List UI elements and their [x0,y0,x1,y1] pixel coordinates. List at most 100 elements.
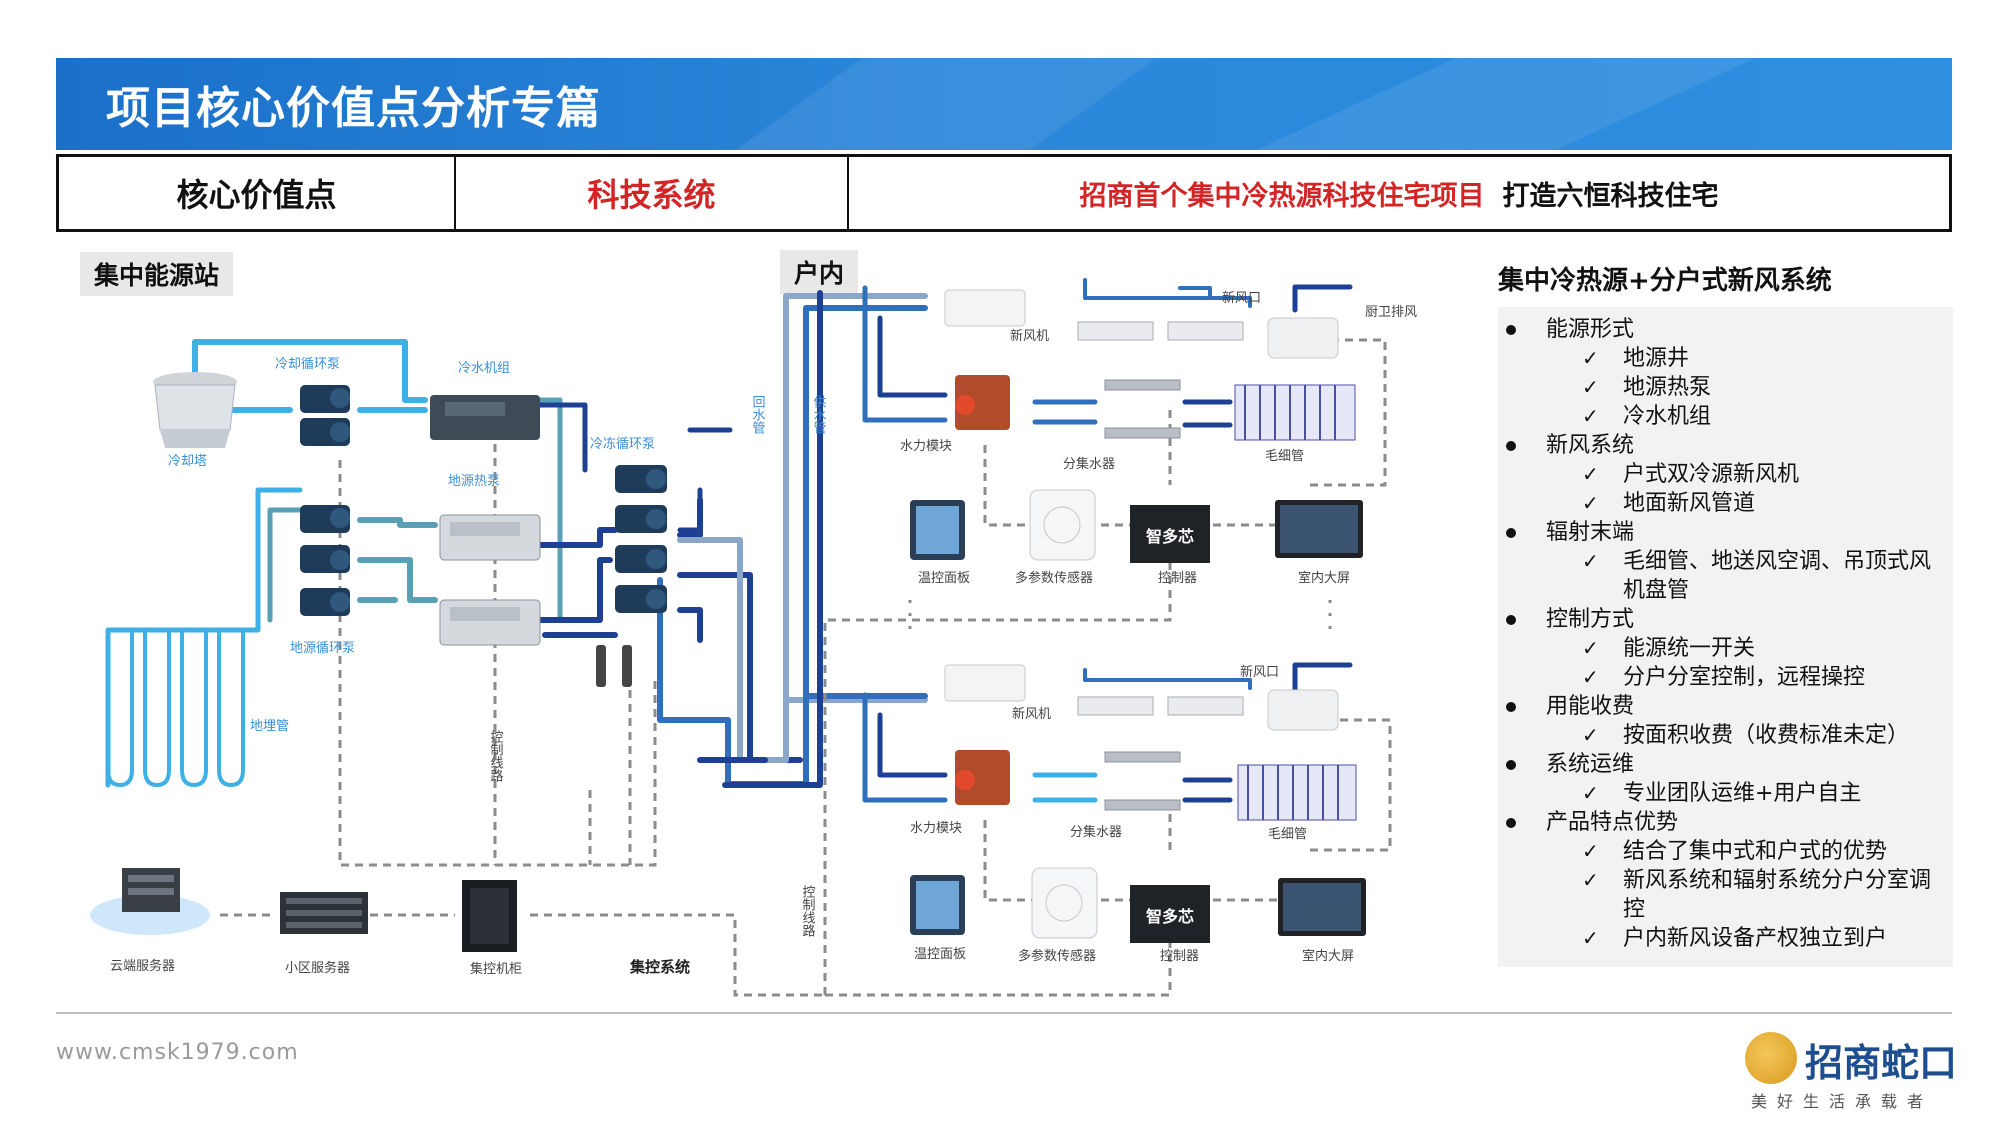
feature-item-text: 按面积收费（收费标准未定） [1623,723,1910,748]
page-title: 项目核心价值点分析专篇 [106,83,601,134]
chilled-pump-icon [615,465,667,613]
feature-group-label: 产品特点优势 [1498,808,1953,837]
feature-item-text: 新风系统和辐射系统分户分室调控 [1623,868,1932,922]
pipe-heatpump-links [357,517,438,603]
exhaust-fan-icon [1267,317,1339,359]
core-value-label: 核心价值点 [176,176,337,214]
check-icon: ✓ [1582,839,1599,863]
label-f2-fresh-air-outlet: 新风口 [1240,664,1279,680]
control-line-station [220,430,825,997]
fresh-air-unit-icon [944,289,1026,327]
label-f2-controller: 控制器 [1160,949,1199,964]
feature-item-text: 地源井 [1623,346,1690,371]
label-f2-capillary: 毛细管 [1268,827,1307,842]
feature-item: ✓地面新风管道 [1498,489,1953,518]
feature-item: ✓结合了集中式和户式的优势 [1498,837,1953,866]
features-list: 能源形式✓地源井✓地源热泵✓冷水机组新风系统✓户式双冷源新风机✓地面新风管道辐射… [1498,307,1953,967]
community-server-icon [280,892,368,934]
manifold-icon [1104,751,1181,811]
feature-item: ✓能源统一开关 [1498,634,1953,663]
ground-pump-icon [300,505,350,616]
feature-item-text: 冷水机组 [1623,404,1712,429]
label-f1-capillary: 毛细管 [1265,449,1304,464]
label-f1-kitchen-exhaust: 厨卫排风 [1365,305,1417,320]
screen-icon [1278,878,1366,936]
check-icon: ✓ [1582,781,1599,805]
pipe-f2-capillary [1182,777,1233,803]
pipe-to-building-return [537,402,733,533]
label-control-system: 集控系统 [629,958,690,976]
pipe-f2-exhaust [1292,662,1353,693]
pipe-f1-capillary [1182,399,1233,428]
pipe-riser-return [677,293,928,763]
feature-group-label: 能源形式 [1498,315,1953,344]
pipe-f1-manifold [1032,399,1098,425]
heat-pump-icon [439,514,541,646]
label-cooling-pump: 冷却循环泵 [275,357,340,372]
pipe-riser-return-branch [783,697,928,718]
feature-item: ✓地源井 [1498,344,1953,373]
manifold-icon [1104,379,1181,439]
feature-item-text: 专业团队运维+用户自主 [1623,781,1862,806]
label-f1-sensor: 多参数传感器 [1015,570,1093,586]
label-return-pipe: 回水管 [750,395,766,435]
label-f2-fresh-air-unit: 新风机 [1012,706,1051,722]
check-icon: ✓ [1582,375,1599,399]
hydraulic-module-icon [955,750,1010,805]
core-value-table: 核心价值点 科技系统 招商首个集中冷热源科技住宅项目 打造六恒科技住宅 [56,154,1952,232]
feature-item: ✓分户分室控制，远程操控 [1498,663,1953,692]
label-chilled-pump: 冷冻循环泵 [590,436,655,452]
core-value-slogan: 打造六恒科技住宅 [1502,180,1719,212]
pipe-f2-manifold [1032,772,1098,803]
svg-text:智多芯: 智多芯 [1146,907,1194,926]
features-panel: 集中冷热源+分户式新风系统 能源形式✓地源井✓地源热泵✓冷水机组新风系统✓户式双… [1498,260,1953,967]
feature-group-label: 用能收费 [1498,692,1953,721]
label-f2-thermo-panel: 温控面板 [914,947,966,962]
feature-item-text: 户内新风设备产权独立到户 [1623,926,1888,951]
cooling-pump-icon [300,385,350,446]
feature-item-text: 分户分室控制，远程操控 [1623,665,1866,690]
logo-tagline: 美好生活承载者 [1751,1092,1934,1111]
pipe-f2-fresh-outlet [1083,668,1252,690]
label-ground-pump: 地源循环泵 [290,641,355,656]
feature-item: ✓ 专业团队运维+用户自主 [1498,779,1953,808]
sensor-probe-icon [596,645,632,687]
hydraulic-module-icon [955,375,1010,430]
feature-item-text: 户式双冷源新风机 [1623,462,1800,487]
control-dots-f1 [908,600,1332,635]
label-f1-thermo-panel: 温控面板 [918,571,970,586]
brand-logo: 招商蛇口 美好生活承载者 [1745,1030,1958,1111]
pipe-f2-fresh-air-supply [862,692,948,803]
pipe-chilled-header [537,527,618,623]
feature-group-label: 辐射末端 [1498,518,1953,547]
controller-icon: 智多芯 [1130,505,1210,563]
feature-item: ✓毛细管、地送风空调、吊顶式风机盘管 [1498,547,1953,605]
label-f2-screen: 室内大屏 [1302,948,1354,964]
feature-item: ✓新风系统和辐射系统分户分室调控 [1498,866,1953,924]
pipe-f1-fresh-air-supply [862,285,948,423]
logo-name: 招商蛇口 [1805,1041,1958,1085]
label-cooling-tower: 冷却塔 [168,454,207,469]
label-f2-sensor: 多参数传感器 [1018,948,1096,964]
fresh-air-outlet-icon [1077,321,1244,341]
capillary-icon [1234,384,1356,441]
label-f2-hydraulic-module: 水力模块 [910,821,962,836]
pipe-f2-fresh-air-return [877,712,948,778]
pipe-chilled-to-indoor [542,497,803,763]
check-icon: ✓ [1582,926,1599,950]
capillary-icon [1237,764,1357,821]
check-icon: ✓ [1582,491,1599,515]
feature-item-text: 毛细管、地送风空调、吊顶式风机盘管 [1623,549,1932,603]
control-cabinet-icon [462,880,517,952]
label-chiller: 冷水机组 [458,361,510,376]
label-f1-screen: 室内大屏 [1298,570,1350,586]
label-station-control-line: 控制线路 [488,730,504,782]
pipe-riser-supply [657,305,928,787]
feature-item: ✓冷水机组 [1498,402,1953,431]
feature-item: ✓ 户内新风设备产权独立到户 [1498,924,1953,953]
feature-item-text: 地源热泵 [1623,375,1712,400]
features-title: 集中冷热源+分户式新风系统 [1498,266,1832,296]
core-value-statement: 招商首个集中冷热源科技住宅项目 打造六恒科技住宅 [847,157,1949,229]
core-value-category: 科技系统 [454,157,847,229]
